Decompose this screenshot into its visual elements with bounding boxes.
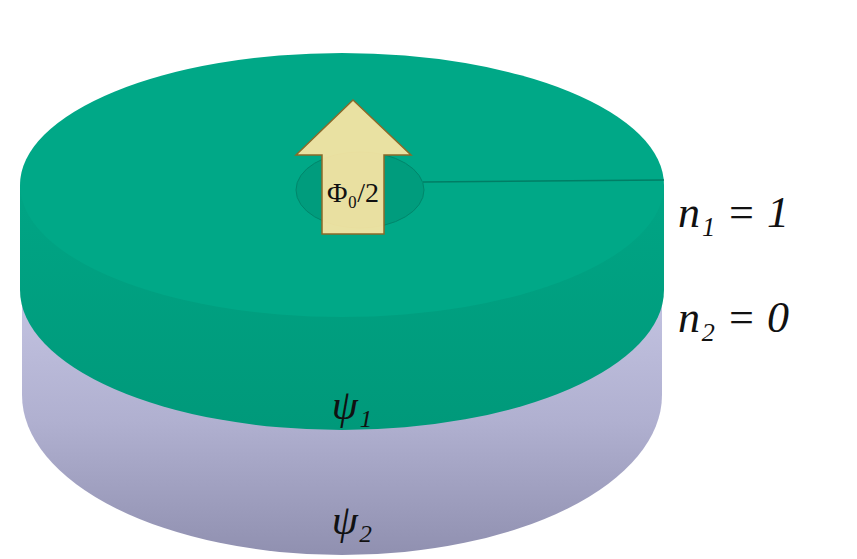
- disk-top: [20, 53, 664, 317]
- flux-label: Φ₀/2: [327, 179, 379, 207]
- wavefunction-label: ψ₁: [332, 384, 373, 426]
- wavefunction-label: ψ₂: [332, 499, 373, 541]
- flux-arrow: Φ₀/2: [293, 98, 415, 236]
- winding-number: n₂ = 0: [678, 296, 789, 340]
- slit: [423, 180, 664, 182]
- disk-side: [22, 288, 662, 555]
- top-disk: ψ₁ Φ₀/2: [18, 48, 670, 438]
- flux-arrow-shape: [293, 98, 415, 236]
- winding-number: n₁ = 1: [678, 191, 789, 235]
- flux-arrow-shape: [296, 100, 411, 234]
- top-disk-shape: [18, 48, 670, 438]
